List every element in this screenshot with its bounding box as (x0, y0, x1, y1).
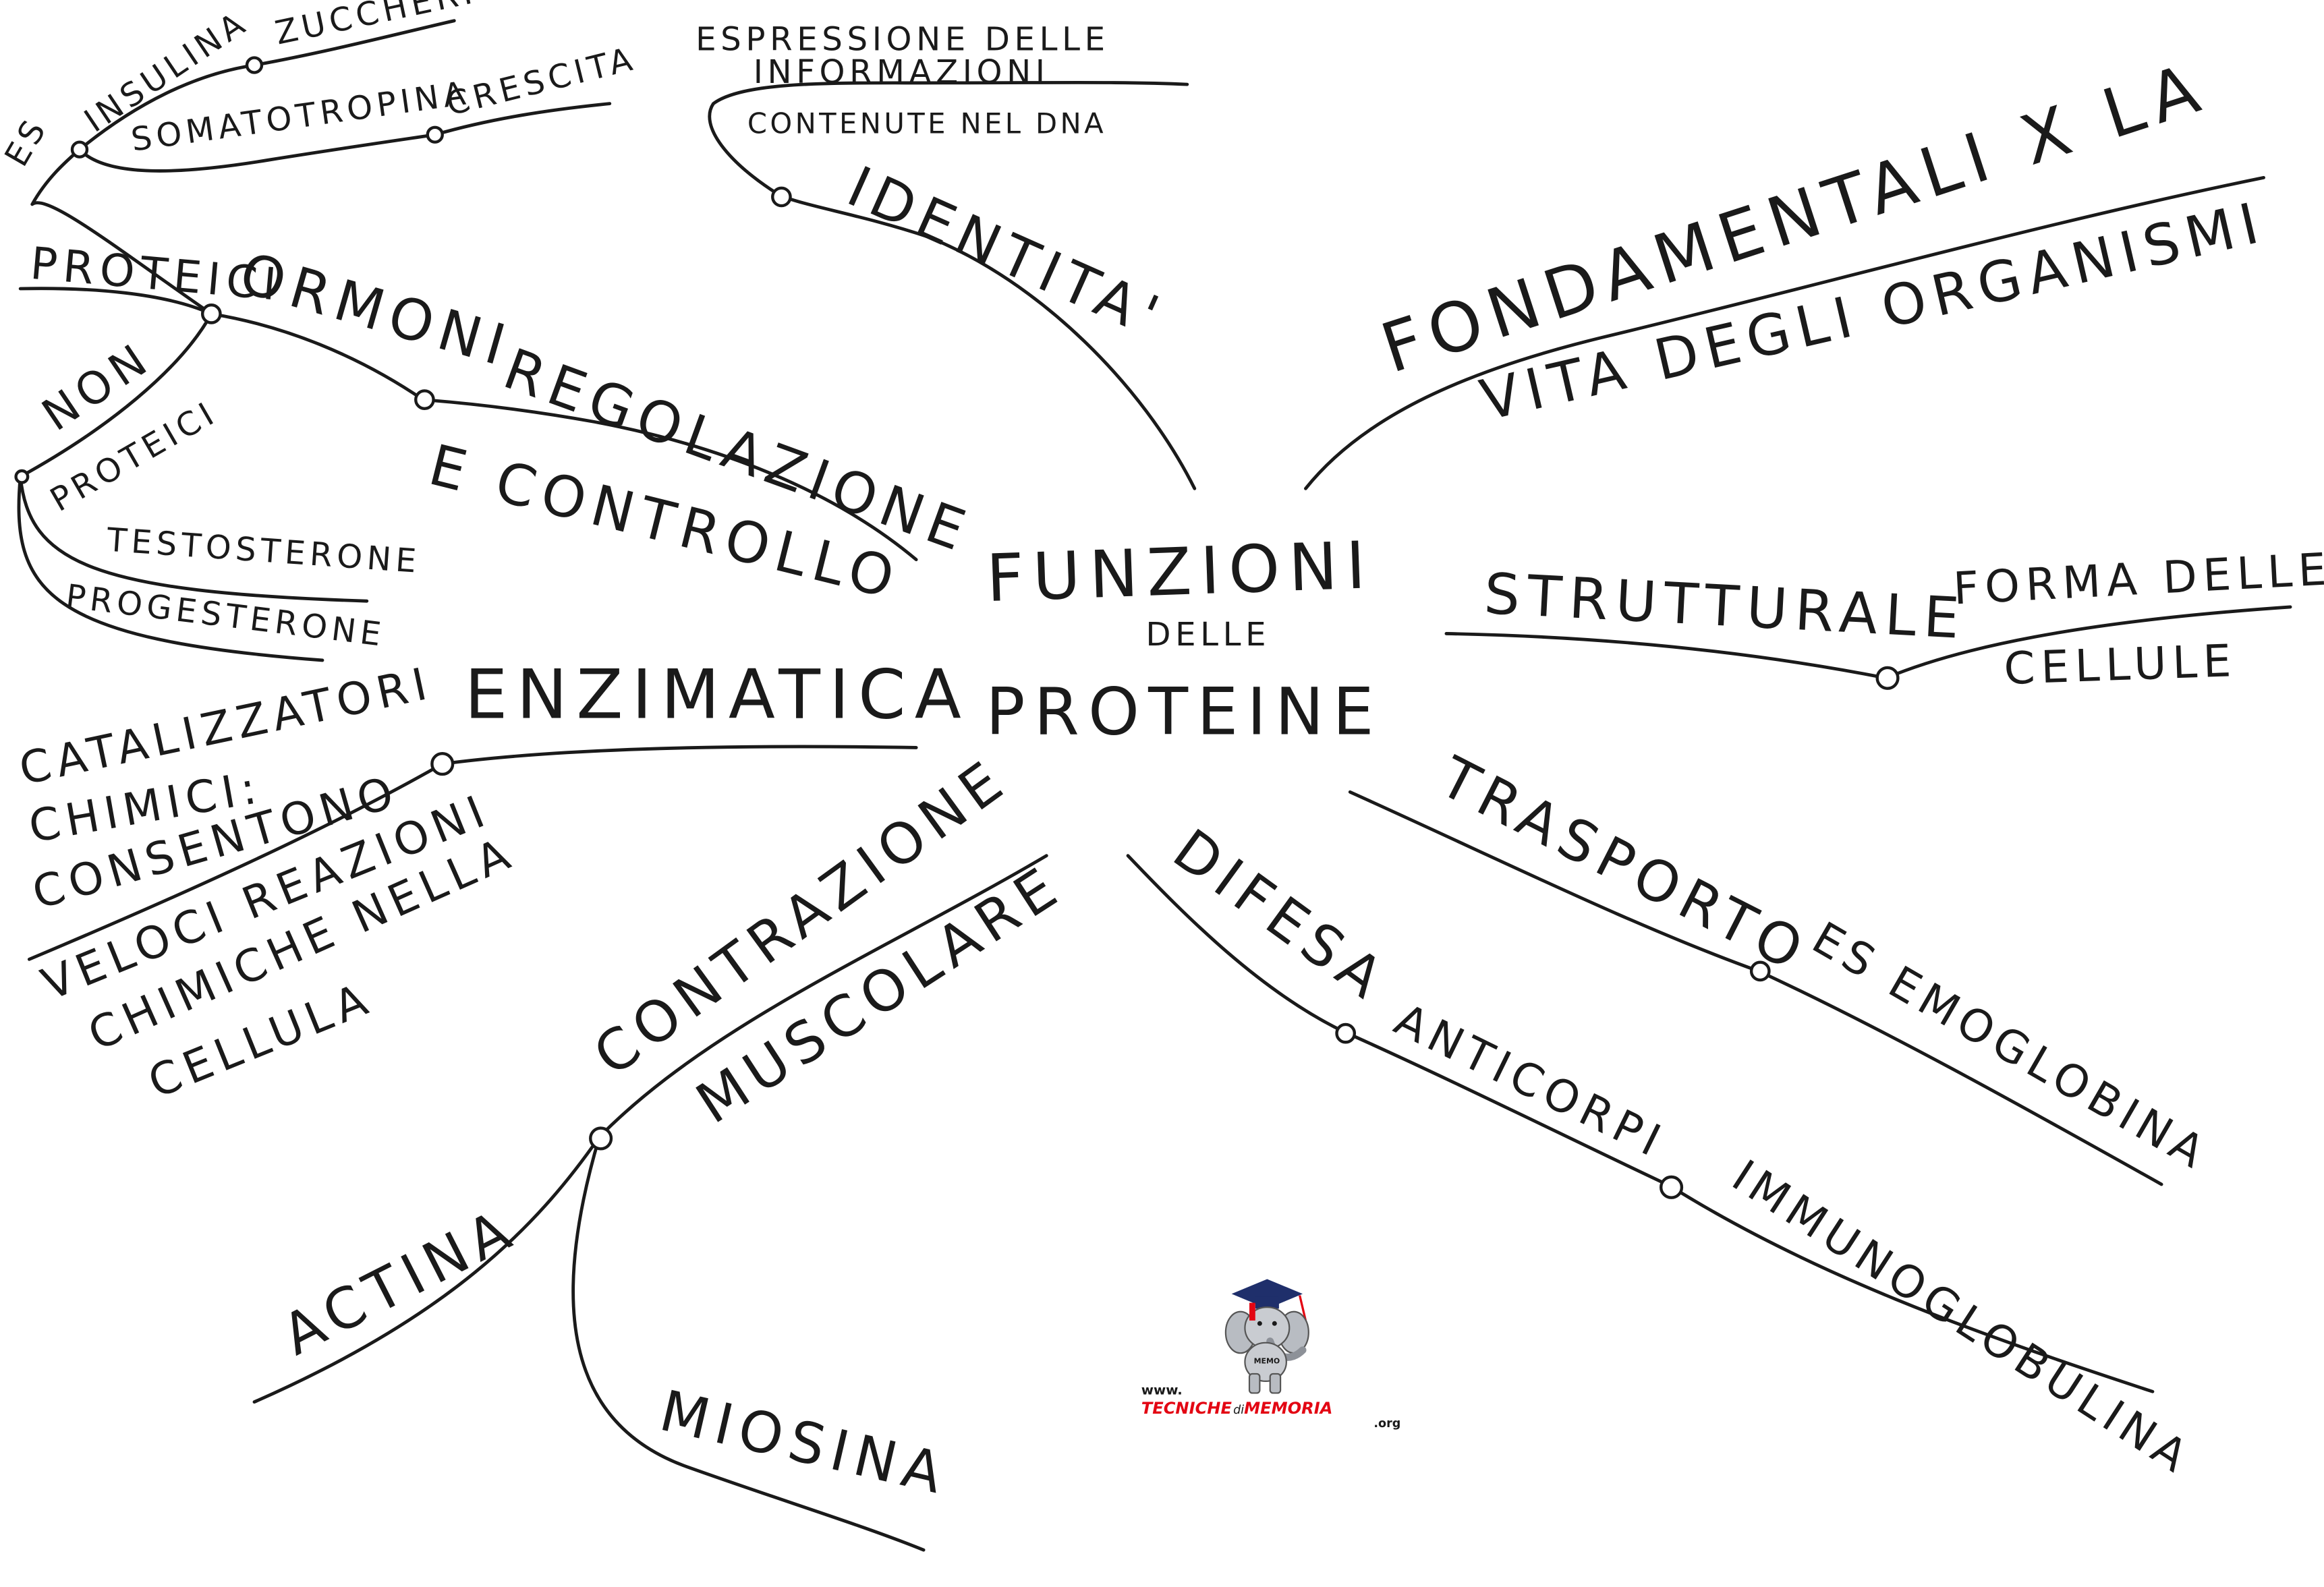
branch-proteici-line (18, 287, 213, 316)
label-es: ES (0, 111, 55, 173)
label-trasporto: TRASPORTO (1429, 744, 1819, 986)
node-non-proteici (14, 469, 30, 484)
node-somatotropina (426, 125, 444, 144)
elephant-mascot-icon (1224, 1279, 1309, 1394)
label-progesterone: PROGESTERONE (64, 577, 388, 654)
node-enzimatica (430, 752, 455, 776)
branch-identita-note-line (708, 80, 1189, 198)
note-identita-line1: ESPRESSIONE DELLE (696, 21, 1110, 59)
label-cellule: CELLULE (2003, 635, 2238, 695)
note-identita-line3: CONTENUTE NEL DNA (747, 107, 1106, 140)
branch-progesterone-line (17, 475, 324, 662)
note-identita-line2: INFORMAZIONI (754, 53, 1050, 91)
logo-badge-text: MEMO (1254, 1357, 1280, 1366)
branch-strutturale-line (1444, 632, 1888, 680)
node-anticorpi (1660, 1175, 1684, 1199)
branch-non-proteici-line (18, 312, 213, 479)
logo-word-memoria: MEMORIA (1244, 1399, 1332, 1418)
label-zuccheri: ZUCCHERI (272, 0, 480, 53)
branch-somatotropina-line (78, 133, 437, 173)
node-difesa (1335, 1022, 1357, 1044)
central-topic: FUNZIONI DELLE PROTEINE (985, 527, 1382, 750)
branch-strutturale-sub-line (1884, 605, 2292, 680)
branch-difesa-line (1126, 854, 1346, 1034)
branch-fondamentali-line (1303, 175, 2265, 490)
label-proteici: PROTEICI (28, 237, 284, 311)
branch-difesa-sub2-line (1668, 1184, 2155, 1393)
node-insulina (70, 140, 89, 158)
label-enzimatica: ENZIMATICA (465, 655, 970, 734)
logo-word-tecniche: TECNICHE (1141, 1399, 1232, 1418)
branch-miosina-line (571, 1135, 926, 1552)
branch-trasporto-line (1348, 790, 1761, 973)
branch-identita-line (778, 194, 1197, 490)
node-trasporto (1749, 960, 1771, 982)
logo-org: .org (1373, 1417, 1400, 1431)
branch-trasporto: TRASPORTO ES EMOGLOBINA (1348, 744, 2218, 1186)
branch-strutturale: STRUTTURALE FORMA DELLE CELLULE (1444, 543, 2324, 695)
branch-difesa-sub1-line (1342, 1030, 1672, 1188)
branch-actina-line (252, 1135, 601, 1404)
branch-enzimatica-note-line (27, 762, 445, 961)
branch-regolazione: REGOLAZIONE E CONTROLLO ORMONI PROTEICI … (0, 0, 980, 662)
branch-identita: IDENTITA' ESPRESSIONE DELLE INFORMAZIONI… (696, 21, 1197, 490)
branch-trasporto-sub-line (1757, 969, 2163, 1186)
label-emoglobina: ES EMOGLOBINA (1804, 912, 2218, 1181)
node-contrazione (589, 1126, 613, 1151)
node-regolazione (414, 389, 435, 411)
logo-www: www. (1141, 1383, 1183, 1398)
center-title-line3: PROTEINE (986, 674, 1382, 750)
label-testosterone: TESTOSTERONE (105, 521, 422, 581)
label-anticorpi: ANTICORPI (1387, 993, 1674, 1169)
label-identita: IDENTITA' (838, 154, 1174, 351)
node-identita (771, 186, 792, 208)
label-actina: ACTINA (272, 1195, 527, 1368)
logo-word-di: di (1233, 1404, 1244, 1417)
label-immunoglobulina: IMMUNOGLOBULINA (1723, 1150, 2201, 1485)
branch-ormoni-line (209, 312, 425, 402)
branch-contrazione-line (597, 854, 1048, 1139)
branch-insulina-line (30, 148, 213, 316)
center-title-line2: DELLE (1145, 616, 1270, 654)
center-title-line1: FUNZIONI (985, 527, 1376, 616)
node-ormoni (200, 303, 222, 324)
label-forma-delle: FORMA DELLE (1952, 543, 2324, 614)
branch-enzimatica-line (441, 745, 918, 766)
node-zuccheri (245, 56, 264, 74)
node-strutturale (1875, 666, 1900, 690)
label-non: NON (33, 332, 161, 442)
branch-crescita-line (433, 102, 612, 137)
label-miosina: MIOSINA (654, 1378, 956, 1508)
branch-regolazione-line (421, 398, 918, 562)
branch-fondamentali: FONDAMENTALI X LA VITA DEGLI ORGANISMI (1303, 47, 2271, 490)
branch-testosterone-line (18, 475, 369, 603)
label-difesa: DIFESA (1162, 817, 1400, 1015)
